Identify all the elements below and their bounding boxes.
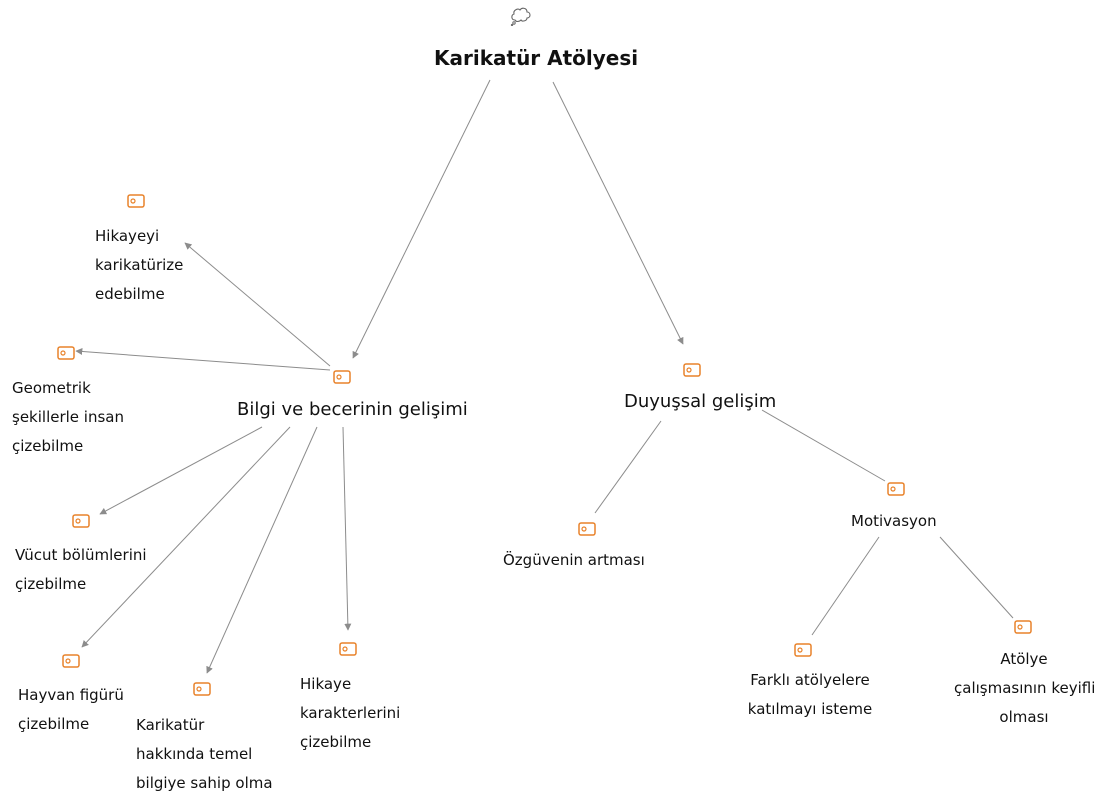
edge-motivasyon-to-farkli: [811, 536, 880, 636]
edge-root-to-bilgi: [352, 79, 491, 359]
node-hikayeyi-karikaturize-edebilme[interactable]: Hikayeyi karikatürize edebilme: [95, 227, 184, 303]
edge-bilgi-to-hikaye: [342, 426, 352, 631]
edge-duyussal-to-motivasyon: [761, 409, 886, 482]
note-icon: [57, 346, 75, 360]
edge-duyussal-to-ozguvenin: [594, 420, 662, 514]
edge-motivasyon-to-atolye: [939, 536, 1014, 619]
note-icon: [794, 643, 812, 657]
node-farkli-atolyelere-katilmayi-isteme[interactable]: Farklı atölyelere katılmayı isteme: [747, 671, 873, 718]
edge-bilgi-to-hayvan: [81, 426, 291, 648]
node-duyussal-gelisim[interactable]: Duyuşsal gelişim: [624, 391, 777, 412]
edge-bilgi-to-geometrik: [75, 347, 331, 371]
node-geometrik-sekillerle-insan-cizebilme[interactable]: Geometrik şekillerle insan çizebilme: [12, 379, 124, 455]
node-karikatur-hakkinda-temel-bilgiye-sahip-olma[interactable]: Karikatür hakkında temel bilgiye sahip o…: [136, 716, 273, 792]
note-icon: [72, 514, 90, 528]
note-icon: [1014, 620, 1032, 634]
root-title[interactable]: Karikatür Atölyesi: [434, 46, 639, 70]
note-icon: [127, 194, 145, 208]
node-atolye-calismasinin-keyifli-olmasi[interactable]: Atölye çalışmasının keyifli olması: [954, 650, 1096, 726]
note-icon: [339, 642, 357, 656]
note-icon: [683, 363, 701, 377]
note-icon: [887, 482, 905, 496]
node-hayvan-figuru-cizebilme[interactable]: Hayvan figürü çizebilme: [18, 686, 124, 733]
edge-bilgi-to-hikayeyi: [184, 242, 331, 367]
thought-bubble-icon: [510, 7, 531, 26]
edge-root-to-duyussal: [552, 81, 684, 345]
node-motivasyon[interactable]: Motivasyon: [851, 512, 937, 530]
node-hikaye-karakterlerini-cizebilme[interactable]: Hikaye karakterlerini çizebilme: [300, 675, 401, 751]
node-bilgi-ve-becerinin-gelisimi[interactable]: Bilgi ve becerinin gelişimi: [237, 399, 468, 420]
note-icon: [62, 654, 80, 668]
note-icon: [193, 682, 211, 696]
node-vucut-bolumlerini-cizebilme[interactable]: Vücut bölümlerini çizebilme: [15, 546, 147, 593]
edge-bilgi-to-vucut: [99, 426, 263, 515]
node-ozguvenin-artmasi[interactable]: Özgüvenin artması: [503, 551, 645, 569]
note-icon: [578, 522, 596, 536]
note-icon: [333, 370, 351, 384]
edge-bilgi-to-karikatur: [206, 426, 318, 674]
